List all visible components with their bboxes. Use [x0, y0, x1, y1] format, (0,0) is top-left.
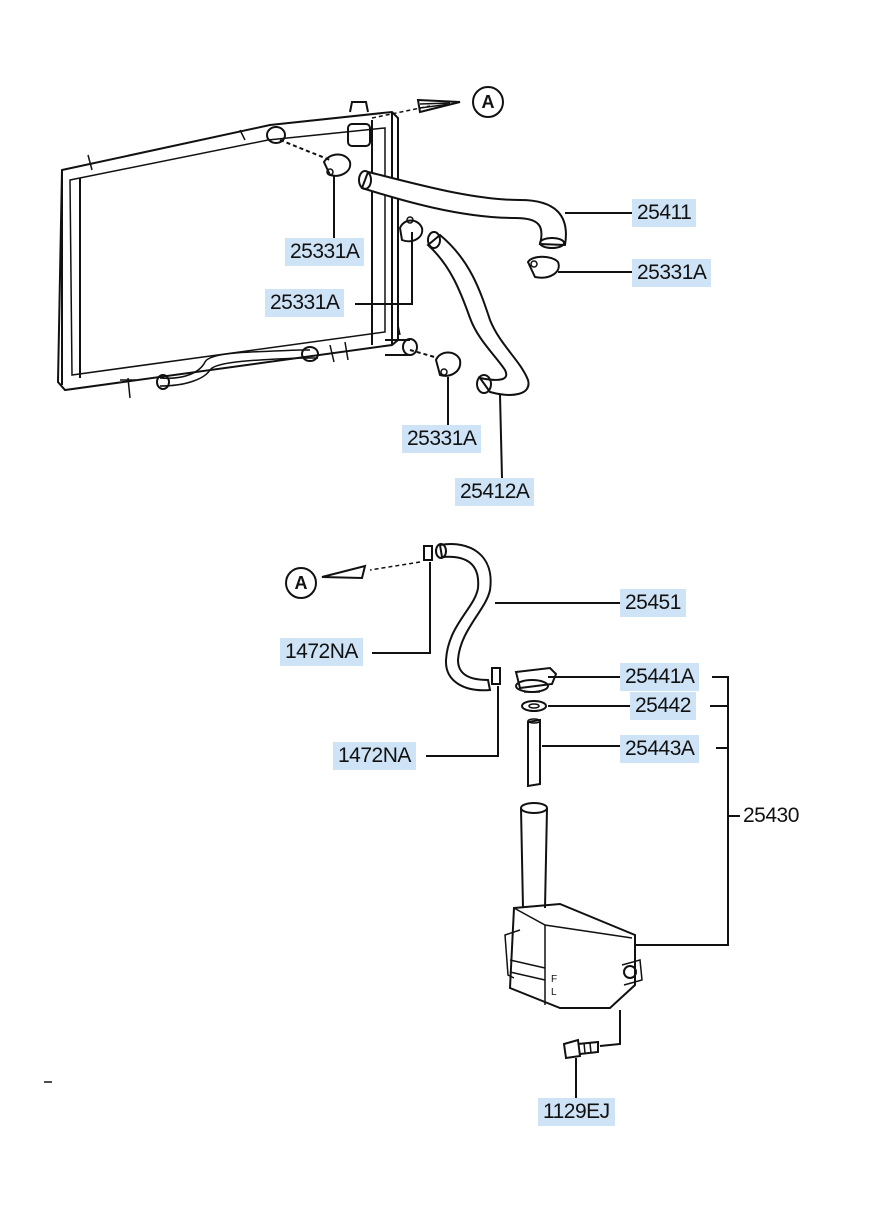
- part-label-1129ej[interactable]: 1129EJ: [538, 1098, 615, 1126]
- reservoir-overflow-hose: [423, 543, 501, 692]
- hose-clamps: [322, 153, 560, 377]
- part-label-25331a-top[interactable]: 25331A: [285, 238, 365, 266]
- part-label-1472na-top[interactable]: 1472NA: [280, 638, 363, 666]
- bolt: [562, 1038, 599, 1060]
- part-label-25412a[interactable]: 25412A: [455, 478, 535, 506]
- leader-lines-upper: [279, 139, 632, 479]
- reference-arrow-top: [371, 98, 461, 119]
- part-label-25331a-low[interactable]: 25331A: [402, 425, 482, 453]
- part-label-25442[interactable]: 25442: [630, 692, 696, 720]
- radiator: [56, 101, 418, 399]
- reference-arrow-bottom: [321, 561, 421, 580]
- part-label-25451[interactable]: 25451: [620, 589, 686, 617]
- reservoir-cap-assembly: [514, 666, 558, 788]
- leader-lines-lower: [372, 562, 740, 1100]
- ref-marker-a-bottom[interactable]: A: [285, 567, 317, 599]
- reservoir-tank: [504, 802, 643, 1009]
- part-label-25430[interactable]: 25430: [743, 804, 799, 827]
- part-label-25331a-right[interactable]: 25331A: [632, 259, 712, 287]
- part-label-1472na-low[interactable]: 1472NA: [333, 742, 416, 770]
- ref-marker-a-top[interactable]: A: [472, 86, 504, 118]
- part-label-25411[interactable]: 25411: [632, 199, 697, 227]
- upper-radiator-hose: [358, 170, 567, 249]
- tank-mark-low: L: [551, 987, 557, 998]
- tank-mark-full: F: [551, 974, 557, 985]
- part-label-25441a[interactable]: 25441A: [620, 663, 700, 691]
- lower-radiator-hose: [426, 231, 530, 396]
- part-label-25331a-mid[interactable]: 25331A: [265, 289, 345, 317]
- part-label-25443a[interactable]: 25443A: [620, 735, 700, 763]
